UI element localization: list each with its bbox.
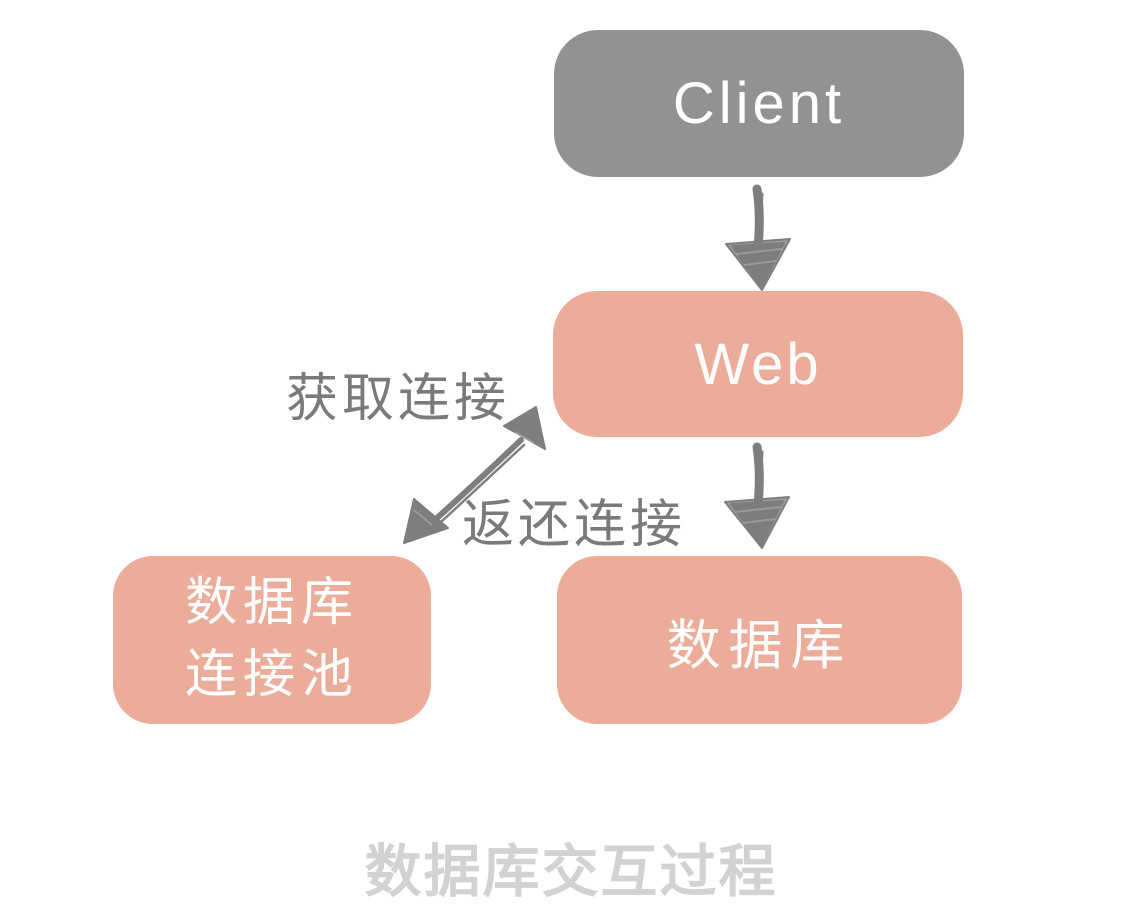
diagram-title: 数据库交互过程 — [364, 840, 778, 904]
node-web-label: Web — [694, 331, 822, 397]
node-client-label: Client — [672, 71, 846, 136]
node-web: Web — [553, 291, 963, 437]
node-database: 数据库 — [557, 556, 962, 724]
arrow-client-to-web — [725, 184, 791, 291]
edge-label-return-connection: 返还连接 — [462, 496, 687, 554]
node-connection-pool: 数据库 连接池 — [113, 556, 431, 724]
node-connection-pool-label-line2: 连接池 — [184, 646, 359, 704]
node-database-label: 数据库 — [666, 615, 853, 676]
edge-label-get-connection: 获取连接 — [286, 370, 511, 428]
arrow-web-to-database — [724, 442, 790, 549]
node-client: Client — [554, 30, 964, 177]
node-connection-pool-label-line1: 数据库 — [184, 574, 359, 633]
